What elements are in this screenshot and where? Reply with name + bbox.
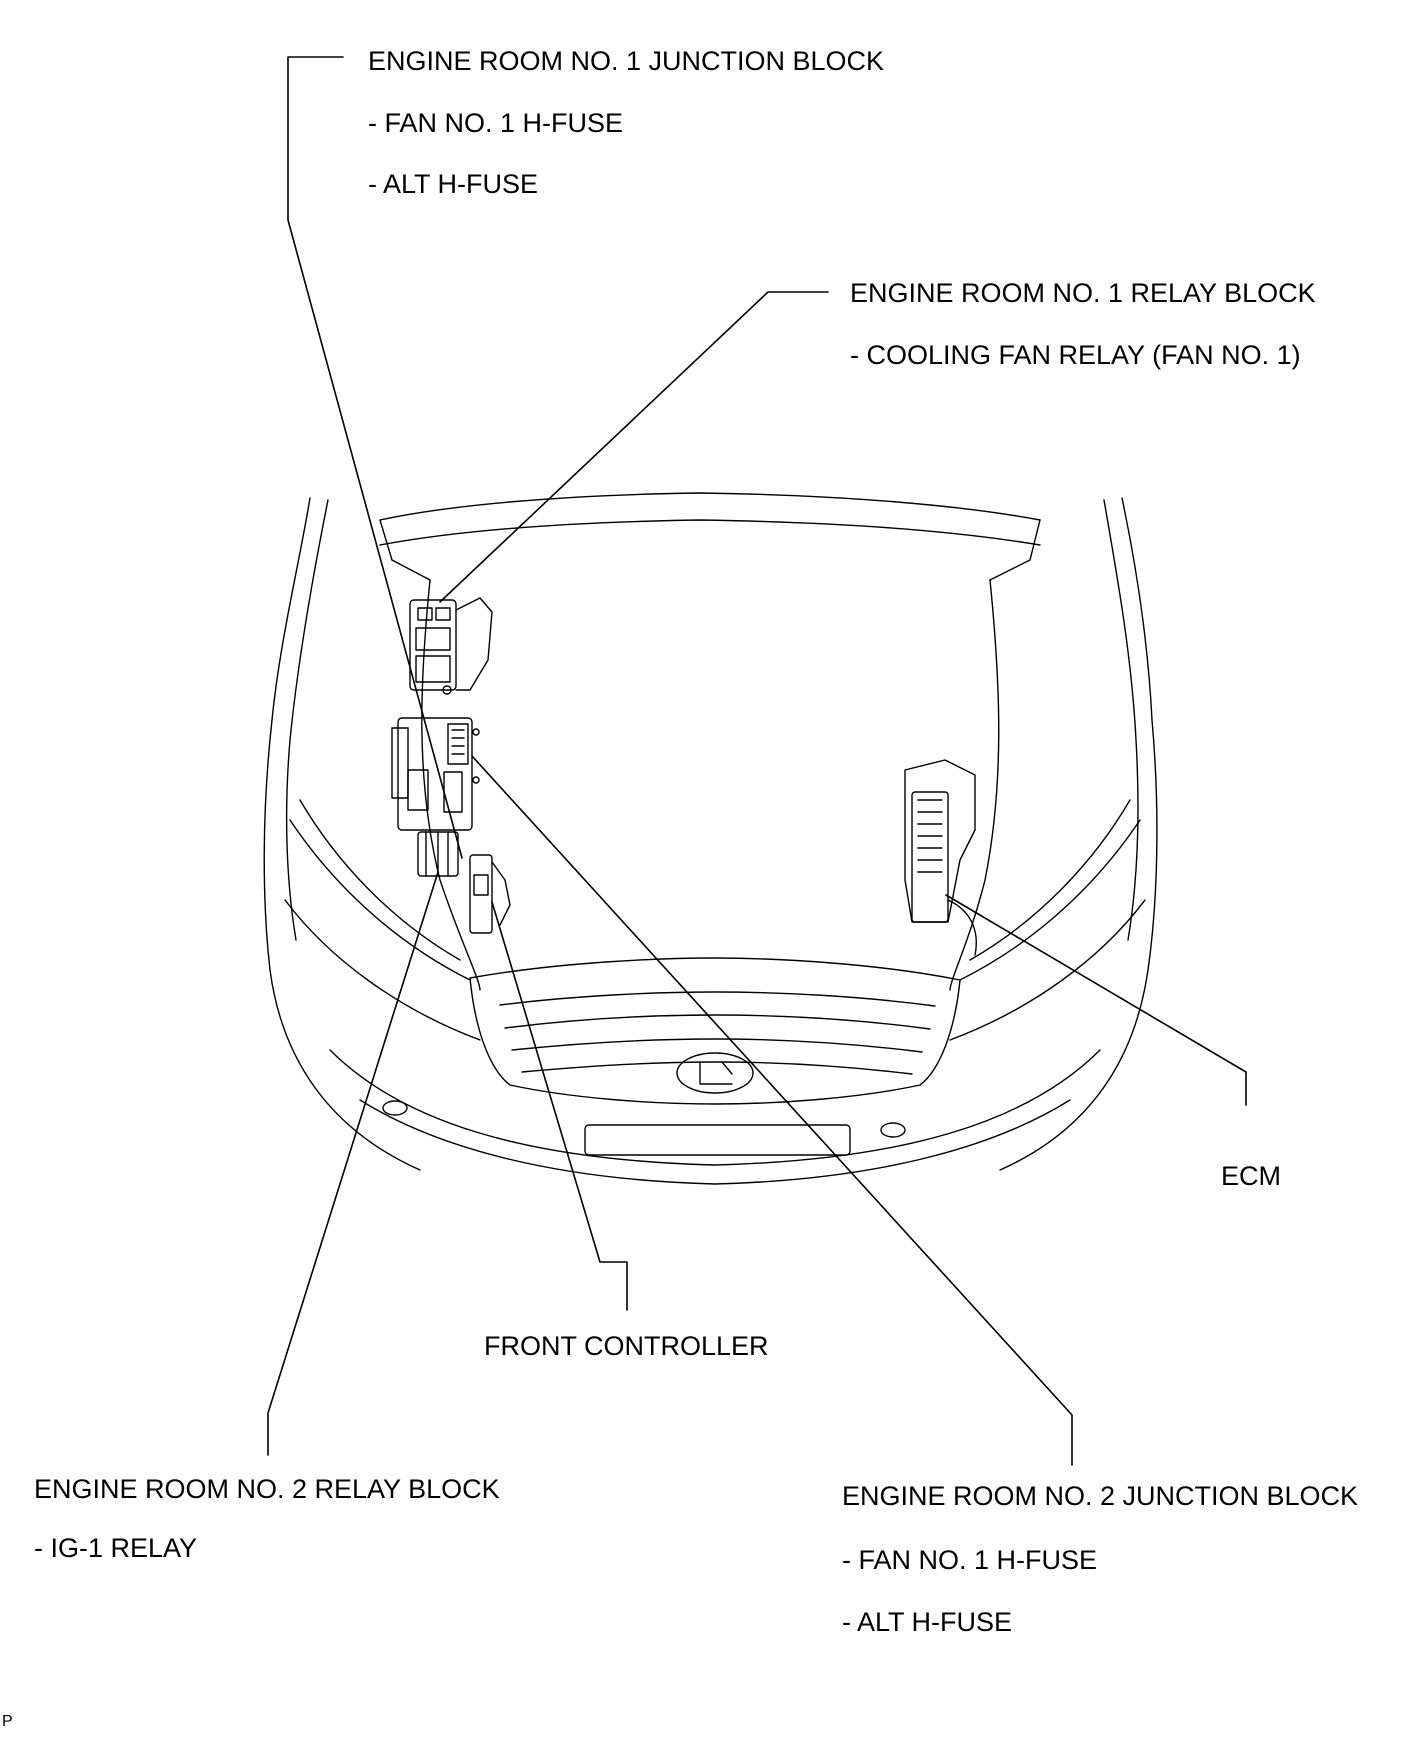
hood-line-right — [950, 580, 999, 990]
grille-bar-2 — [505, 1015, 930, 1029]
components — [392, 598, 976, 955]
emblem-mark — [700, 1062, 732, 1084]
leader-rb2 — [268, 872, 438, 1455]
ecm-unit — [905, 760, 976, 955]
jb2-title: ENGINE ROOM NO. 2 JUNCTION BLOCK — [842, 1481, 1359, 1511]
right-headlamp-lower — [950, 900, 1145, 1040]
car-body — [264, 493, 1157, 1184]
rb2-title: ENGINE ROOM NO. 2 RELAY BLOCK — [34, 1474, 500, 1504]
right-headlamp-edge — [970, 800, 1130, 960]
relay-block-no1 — [410, 598, 492, 694]
ecm-label: ECM — [1221, 1161, 1281, 1191]
cowl-line-2 — [380, 520, 1040, 545]
right-fog-lamp — [881, 1123, 905, 1137]
relay-block-no2 — [418, 832, 458, 876]
leader-jb2 — [472, 756, 1072, 1465]
leader-front-controller — [492, 902, 627, 1310]
leader-rb1 — [440, 292, 828, 602]
grille-bar-1 — [500, 992, 935, 1006]
grille-bar-4 — [522, 1062, 912, 1074]
jb2-item-alt-fuse: - ALT H-FUSE — [842, 1607, 1013, 1637]
left-headlamp-edge — [300, 800, 460, 960]
left-fender-inner — [287, 500, 328, 940]
bumper-lower — [360, 1100, 1070, 1184]
license-plate-area — [585, 1125, 850, 1155]
cowl-right — [990, 520, 1040, 580]
jb1-item-fan-fuse: - FAN NO. 1 H-FUSE — [368, 108, 624, 138]
front-controller-label: FRONT CONTROLLER — [484, 1331, 769, 1361]
right-headlamp-upper — [960, 820, 1140, 980]
right-fender-outer — [1000, 498, 1157, 1170]
rb1-item-cooling-fan-relay: - COOLING FAN RELAY (FAN NO. 1) — [850, 340, 1301, 370]
corner-mark: P — [2, 1713, 13, 1730]
junction-block-no1 — [392, 718, 479, 830]
left-headlamp-lower — [285, 900, 480, 1040]
left-fender-outer — [264, 498, 420, 1170]
leader-jb1 — [288, 57, 462, 858]
jb1-item-alt-fuse: - ALT H-FUSE — [368, 169, 539, 199]
hood-line-left — [422, 580, 480, 990]
left-fog-lamp — [383, 1101, 407, 1115]
emblem — [677, 1053, 753, 1093]
jb2-item-fan-fuse: - FAN NO. 1 H-FUSE — [842, 1545, 1098, 1575]
right-fender-inner — [1104, 500, 1138, 940]
leader-lines — [268, 57, 1246, 1465]
grille-bar-3 — [512, 1039, 922, 1052]
grille-outline — [470, 958, 960, 1104]
left-headlamp-upper — [290, 820, 470, 980]
rb1-title: ENGINE ROOM NO. 1 RELAY BLOCK — [850, 278, 1316, 308]
front-bumper — [330, 1050, 1100, 1165]
front-controller — [470, 855, 510, 933]
jb1-title: ENGINE ROOM NO. 1 JUNCTION BLOCK — [368, 46, 885, 76]
cowl-left — [380, 520, 430, 580]
leader-ecm — [946, 895, 1246, 1105]
cowl-line — [380, 493, 1040, 520]
rb2-item-ig1-relay: - IG-1 RELAY — [34, 1533, 198, 1563]
